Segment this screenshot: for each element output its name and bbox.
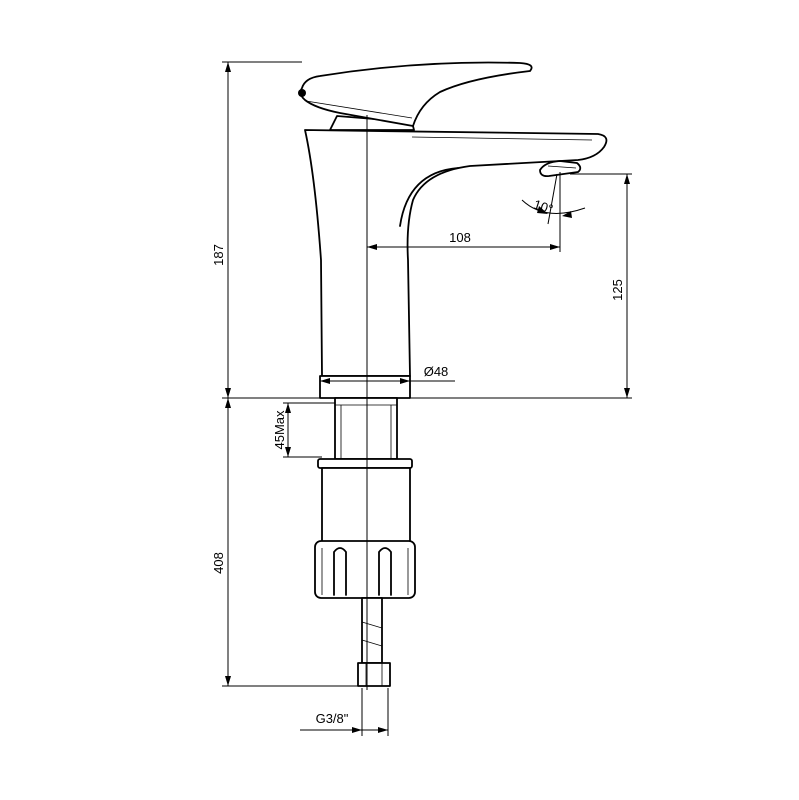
arrow-45-top [285, 403, 291, 413]
supply-hose [361, 597, 383, 664]
dim-label-48: Ø48 [424, 364, 449, 379]
arrow-g38-left [352, 727, 362, 733]
body-inner-curve [399, 167, 459, 227]
lever-handle [299, 61, 533, 127]
dim-label-45max: 45Max [272, 410, 287, 450]
arrow-125-bottom [624, 388, 630, 398]
mounting-sleeve [321, 467, 411, 543]
dim-label-408: 408 [211, 552, 226, 574]
arrow-48-left [320, 378, 330, 384]
arrow-g38-right [378, 727, 388, 733]
arrow-408-top [225, 398, 231, 408]
arrow-187-top [225, 62, 231, 72]
arrow-187-bottom [225, 388, 231, 398]
arrow-48-right [400, 378, 410, 384]
mounting-flange [317, 458, 413, 469]
mounting-shank [334, 397, 398, 460]
arrow-45-bottom [285, 447, 291, 457]
arrow-108-right [550, 244, 560, 250]
arrow-108-left [367, 244, 377, 250]
angle-arc [521, 199, 586, 214]
ribbed-nut [314, 540, 416, 599]
lever-edge-line [305, 100, 413, 119]
faucet-body [304, 129, 608, 377]
angle-arrow-right [562, 211, 572, 218]
dim-label-187: 187 [211, 244, 226, 266]
nut-rib-left [333, 547, 347, 596]
spout-top-line [411, 136, 593, 141]
aerator-inner-line [547, 165, 577, 169]
base-ring [319, 375, 411, 399]
dim-label-10-degrees: 10° [532, 197, 555, 217]
lever-button [298, 89, 306, 97]
hose-braid-mark [361, 621, 383, 647]
arrow-125-top [624, 174, 630, 184]
arrow-408-bottom [225, 676, 231, 686]
angle-line [547, 173, 558, 225]
dim-label-g38: G3/8" [316, 711, 349, 726]
hose-hex-nut [357, 662, 391, 687]
dim-label-108: 108 [449, 230, 471, 245]
nut-rib-right [378, 547, 392, 596]
dim-label-125: 125 [610, 279, 625, 301]
aerator [539, 160, 582, 178]
angle-arrow-left [537, 206, 548, 214]
